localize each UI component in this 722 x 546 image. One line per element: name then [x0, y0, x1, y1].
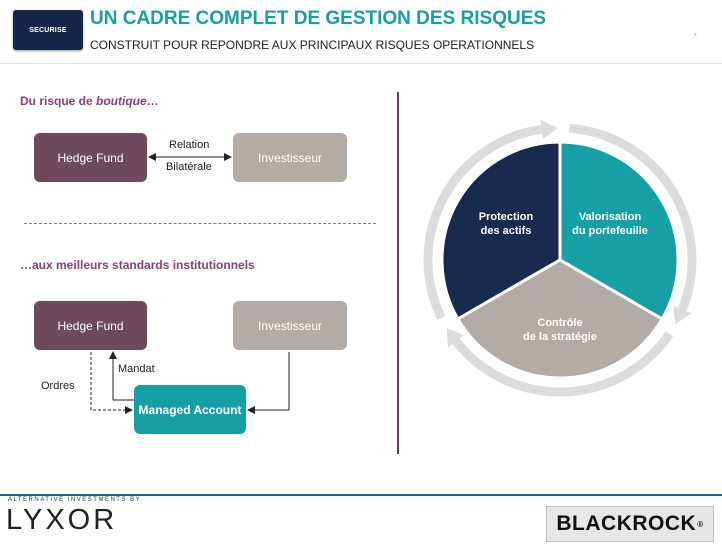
- mandat-label: Mandat: [118, 363, 155, 375]
- cycle-arrow-head: [540, 120, 558, 140]
- hedge-fund-box-bottom: Hedge Fund: [34, 301, 147, 350]
- header-divider: [0, 63, 722, 64]
- page-subtitle: CONSTRUIT POUR REPONDRE AUX PRINCIPAUX R…: [90, 38, 535, 52]
- cycle-segment: [455, 258, 665, 380]
- investisseur-box-top: Investisseur: [233, 133, 347, 182]
- cycle-arrow-arc: [452, 331, 674, 397]
- page-title: UN CADRE COMPLET DE GESTION DES RISQUES: [90, 8, 547, 29]
- lyxor-tagline: ALTERNATIVE INVESTMENTS BY: [8, 497, 142, 503]
- ordres-arrow: [90, 352, 133, 414]
- corner-mark: -: [694, 30, 697, 39]
- lyxor-logo: LYXOR: [6, 504, 118, 536]
- investisseur-to-ma-arrow: [247, 352, 290, 414]
- footer-divider: [0, 494, 722, 496]
- ordres-label: Ordres: [41, 380, 75, 392]
- relation-label: Relation: [169, 139, 210, 151]
- cycle-arrow-head: [446, 327, 464, 348]
- blackrock-logo: BLACKROCK®: [546, 506, 714, 542]
- cycle-arrow-head: [673, 305, 692, 324]
- cycle-segment: [558, 140, 680, 322]
- cycle-segment: [440, 140, 562, 322]
- cycle-arrows: [423, 120, 697, 397]
- section-institutional-heading: …aux meilleurs standards institutionnels: [20, 258, 255, 272]
- section-boutique-heading: Du risque de boutique…: [20, 94, 159, 108]
- cycle-arrow-arc: [568, 123, 697, 312]
- vertical-divider: [397, 92, 399, 454]
- securise-badge: SECURISE: [13, 10, 83, 50]
- investisseur-box-bottom: Investisseur: [233, 301, 347, 350]
- cycle-arrow-arc: [423, 124, 543, 320]
- bilaterale-label: Bilatérale: [166, 161, 212, 173]
- managed-account-box: Managed Account: [134, 385, 246, 434]
- section-separator: [24, 223, 376, 224]
- hedge-fund-box-top: Hedge Fund: [34, 133, 147, 182]
